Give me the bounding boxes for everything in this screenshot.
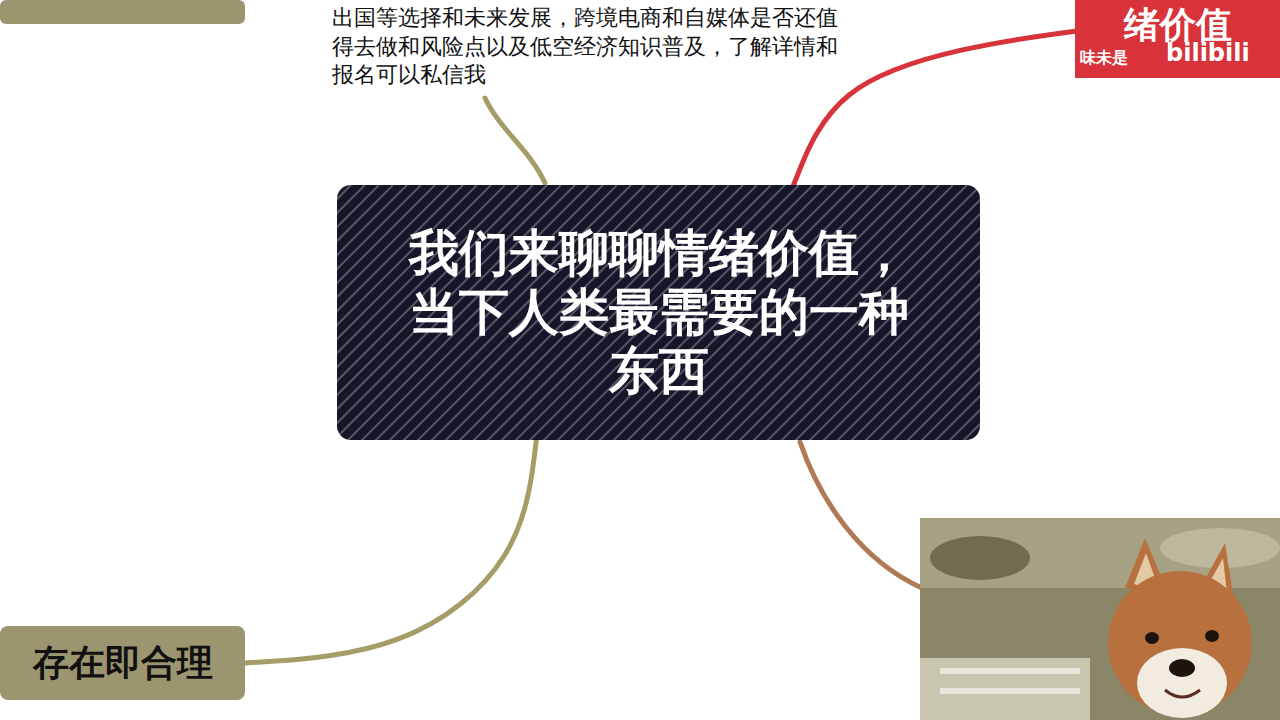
central-topic: 我们来聊聊情绪价值，当下人类最需要的一种东西 <box>337 185 980 440</box>
branch-line <box>485 98 545 183</box>
note-text: 出国等选择和未来发展，跨境电商和自媒体是否还值得去做和风险点以及低空经济知识普及… <box>332 4 847 90</box>
branch-connector <box>245 440 536 663</box>
branch-box: 存在即合理 <box>0 626 245 700</box>
node-text: 存在即合理 <box>13 642 233 684</box>
watermark: bilibili <box>1166 40 1276 66</box>
node-text: 我们来聊聊情绪价值，当下人类最需要的一种东西 <box>399 224 919 401</box>
branch-line <box>800 442 922 588</box>
corner-tab <box>0 0 245 24</box>
watermark: 味未是 <box>1080 48 1160 67</box>
dog-photo <box>920 518 1280 720</box>
